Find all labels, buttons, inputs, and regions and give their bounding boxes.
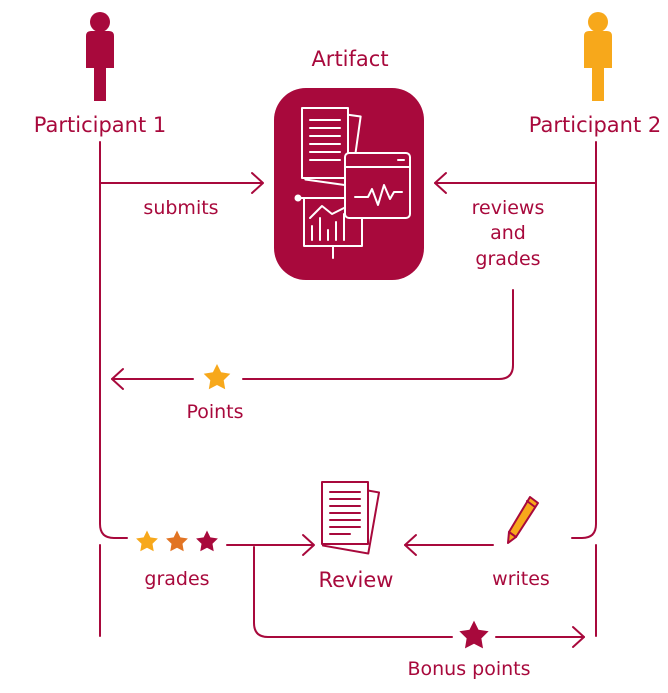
- and-label: and: [490, 222, 526, 244]
- review-document-icon: [321, 481, 381, 555]
- bonus-points-label: Bonus points: [407, 658, 531, 680]
- pencil-icon: [507, 496, 539, 544]
- grades-label-top: grades: [475, 248, 541, 270]
- grade-star-2-icon: [166, 530, 188, 552]
- flow-lines: [99, 141, 597, 648]
- review-label: Review: [318, 568, 394, 592]
- bonus-star-icon: [459, 620, 489, 649]
- presentation-chart-icon: [294, 194, 369, 259]
- writes-label: writes: [492, 568, 550, 590]
- grade-star-3-icon: [196, 530, 218, 552]
- bonus-points-arrow: [253, 546, 453, 638]
- participant-1-person-icon: [86, 12, 114, 101]
- artifact-title: Artifact: [311, 47, 389, 71]
- grade-star-1-icon: [136, 530, 158, 552]
- points-label: Points: [186, 401, 244, 423]
- submits-label: submits: [143, 197, 219, 219]
- reviews-label: reviews: [471, 197, 545, 219]
- participant-2-lifeline: [571, 141, 597, 539]
- monitor-pulse-icon: [344, 152, 411, 219]
- points-star-icon: [203, 364, 231, 390]
- participant-2-person-icon: [584, 12, 612, 101]
- points-arrow: [242, 289, 514, 380]
- participant-1-lifeline: [99, 141, 128, 539]
- participant-1-label: Participant 1: [33, 113, 167, 137]
- participant-2-label: Participant 2: [528, 113, 662, 137]
- grades-label: grades: [144, 568, 210, 590]
